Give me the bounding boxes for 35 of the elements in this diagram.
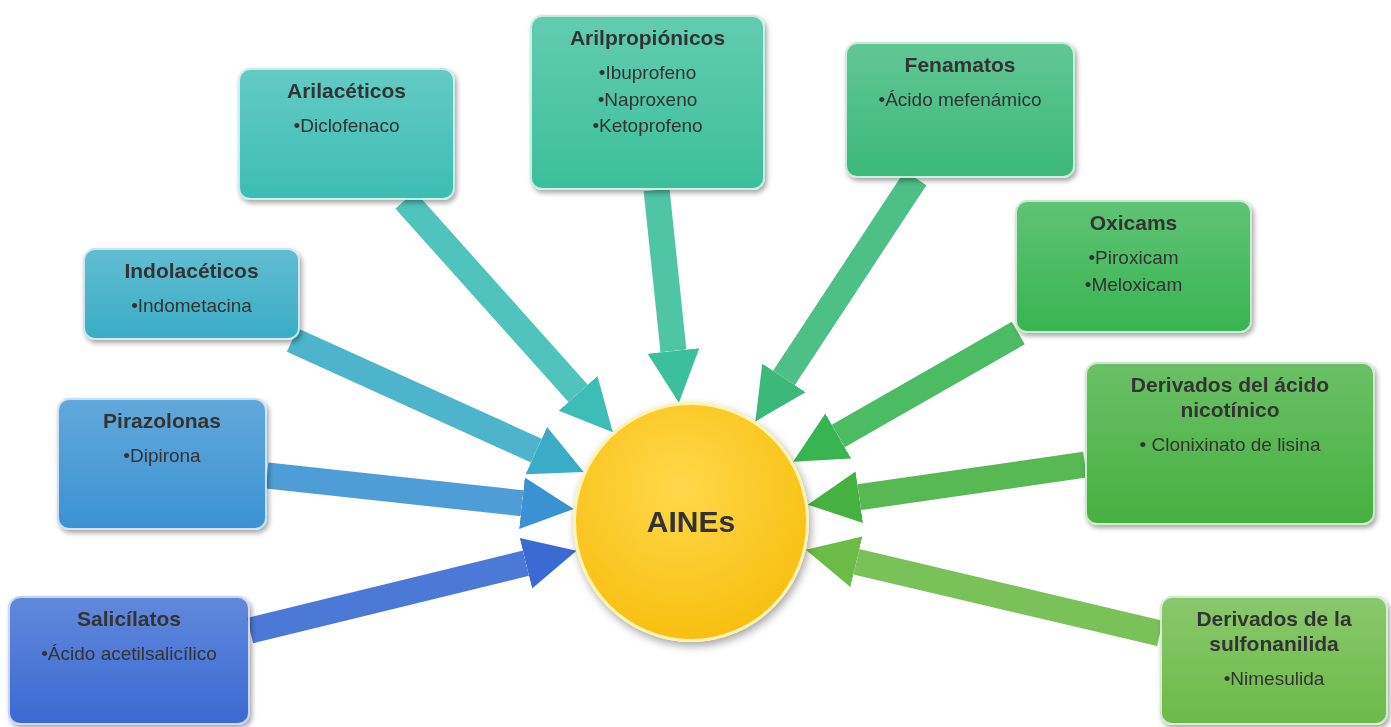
category-heading: Fenamatos — [904, 52, 1016, 78]
category-box — [845, 42, 1075, 178]
drug-item: •Ibuprofeno — [598, 61, 697, 86]
drug-item: •Meloxicam — [1084, 272, 1183, 297]
block-arrow — [265, 462, 574, 530]
block-arrow — [807, 451, 1087, 523]
category-heading: Arilacéticos — [286, 78, 407, 104]
drug-item: •Ácido mefenámico — [878, 88, 1042, 113]
circle-label: AINEs — [646, 505, 736, 539]
category-box — [83, 248, 300, 340]
drug-item: •Dipirona — [123, 444, 201, 469]
category-heading: Derivados del ácido nicotínico — [1129, 372, 1331, 423]
category-box — [1085, 362, 1375, 525]
drug-item: •Ácido acetilsalicílico — [41, 642, 217, 667]
category-box — [1160, 596, 1388, 725]
category-heading: Indolacéticos — [124, 258, 259, 284]
block-arrow — [793, 321, 1025, 462]
category-box — [8, 596, 250, 725]
category-heading: Pirazolonas — [103, 408, 221, 434]
block-arrow — [643, 188, 700, 403]
category-box — [1015, 200, 1252, 333]
drug-item: •Piroxicam — [1088, 246, 1179, 271]
category-box — [238, 68, 455, 200]
category-box — [57, 398, 267, 530]
drug-item: •Indometacina — [131, 294, 252, 319]
category-heading: Oxicams — [1089, 210, 1178, 236]
drug-item: •Diclofenaco — [293, 114, 400, 139]
category-box — [530, 15, 765, 190]
category-heading: Salicílatos — [77, 606, 181, 632]
category-heading: Arilpropiónicos — [569, 25, 726, 51]
drug-item: •Ketoprofeno — [592, 114, 703, 139]
drug-item: •Nimesulida — [1223, 667, 1325, 692]
drug-item: •Naproxeno — [597, 87, 698, 112]
category-heading: Derivados de la sulfonanilida — [1195, 606, 1353, 657]
drug-item: • Clonixinato de lisina — [1139, 433, 1321, 458]
